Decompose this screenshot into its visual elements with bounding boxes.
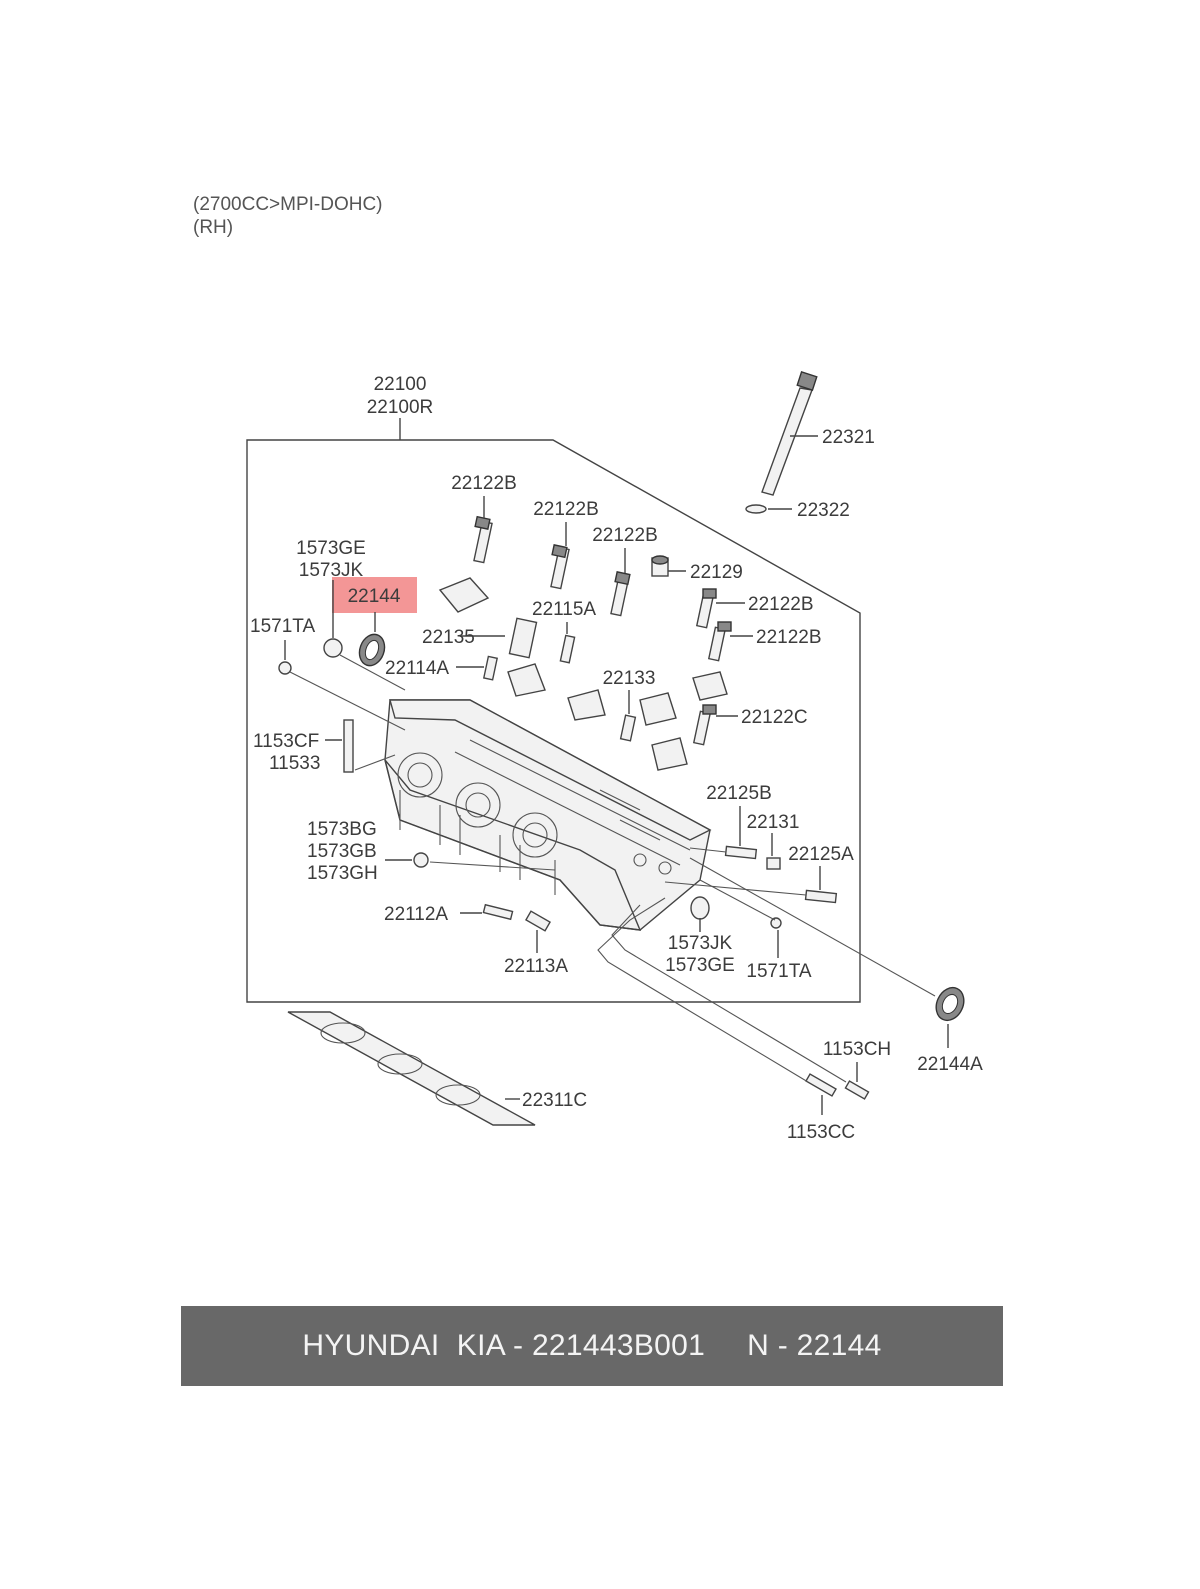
bolt-22122b-3 [610,548,631,617]
label-1573gb: 1573GB [307,841,377,862]
label-22133: 22133 [603,668,656,689]
bolt-22122b-4 [695,588,745,629]
diagram-header: (2700CC>MPI-DOHC) (RH) [193,193,383,239]
brand-part-number: HYUNDAI KIA - 221443B001 [302,1329,706,1362]
side-spec: (RH) [193,217,234,238]
label-1571ta-left: 1571TA [250,616,315,637]
label-22144: 22144 [348,586,401,607]
label-22122c: 22122C [741,707,808,728]
label-22100: 22100 [374,374,427,395]
engine-spec: (2700CC>MPI-DOHC) [193,194,383,215]
plug-1573ge-1573jk-top [323,580,343,658]
dowel-22112a [460,903,514,921]
cam-cap-22135 [438,577,728,771]
label-22311c: 22311C [522,1090,587,1111]
leader-22144 [339,654,406,691]
label-22129: 22129 [690,562,743,583]
label-22322: 22322 [797,500,850,521]
nut-22131 [766,833,781,870]
stud-1153cf [325,719,354,773]
label-1153cc: 1153CC [787,1122,855,1143]
label-22115a: 22115A [532,599,596,620]
label-22122b-2: 22122B [533,499,599,520]
cylinder-head-exploded-diagram: 22100 22100R 22321 22322 22122B 22122B 2… [246,370,983,1143]
sleeve-22115a [508,617,576,664]
plug-1573jk-1573ge-bottom [690,896,710,932]
highlight-box-22144 [332,577,417,613]
guide-bolt-22321 [761,370,818,496]
reference-number: N - 22144 [747,1329,882,1362]
part-labels: 22100 22100R 22321 22322 22122B 22122B 2… [250,374,983,1143]
assembly-frame [246,439,861,1003]
bolt-22122b-1 [473,496,493,564]
label-22122b-3: 22122B [592,525,658,546]
dowel-1571ta-right [770,917,782,958]
label-22321: 22321 [822,427,875,448]
leader-1571ta-right [699,879,776,921]
stud-22125b [724,806,758,860]
stud-1153cc [805,1073,837,1115]
label-22122b-4: 22122B [748,594,814,615]
label-22112a: 22112A [384,904,448,925]
leader-22125b [689,847,727,853]
pin-22114a [456,655,499,681]
label-1573ge-top: 1573GE [296,538,366,559]
label-1573jk-bottom: 1573JK [668,933,733,954]
label-1153ch: 1153CH [823,1039,891,1060]
label-1153cf: 1153CF [253,731,319,752]
label-1573gh: 1573GH [307,863,378,884]
label-22144a: 22144A [917,1054,983,1075]
bolt-22122c [692,704,738,746]
label-1571ta-right: 1571TA [746,961,811,982]
label-11533: 11533 [269,753,320,774]
dowel-22113a [525,910,551,953]
label-22122b-1: 22122B [451,473,517,494]
part-number-banner: HYUNDAI KIA - 221443B001 N - 22144 [181,1306,1003,1386]
plug-1573bg [385,852,556,871]
label-1573jk-top: 1573JK [299,560,364,581]
bolt-22122b-5 [707,621,753,662]
label-22122b-5: 22122B [756,627,822,648]
dowel-1571ta-left [278,640,292,675]
washer-22322 [745,504,792,514]
plug-22129 [651,555,686,577]
oil-seal-22144 [358,612,386,667]
label-22125b: 22125B [706,783,772,804]
label-1573bg: 1573BG [307,819,377,840]
leader-1153ch [611,904,847,1083]
pin-22133 [619,690,637,742]
cylinder-head-block [384,699,712,931]
label-22113a: 22113A [504,956,568,977]
label-22114a: 22114A [385,658,449,679]
head-gasket [287,1011,536,1126]
bolt-22122b-2 [550,522,570,590]
leader-1571ta-left [289,671,406,731]
stud-22125a [664,866,838,904]
leader-1153cc [597,897,809,1083]
label-22125a: 22125A [788,844,854,865]
leader-stud [354,754,396,771]
oil-seal-22144a [689,857,965,1048]
stud-1153ch [844,1062,870,1100]
label-22100r: 22100R [367,397,434,418]
label-22135: 22135 [422,627,475,648]
label-1573ge-bottom: 1573GE [665,955,735,976]
label-22131: 22131 [747,812,800,833]
